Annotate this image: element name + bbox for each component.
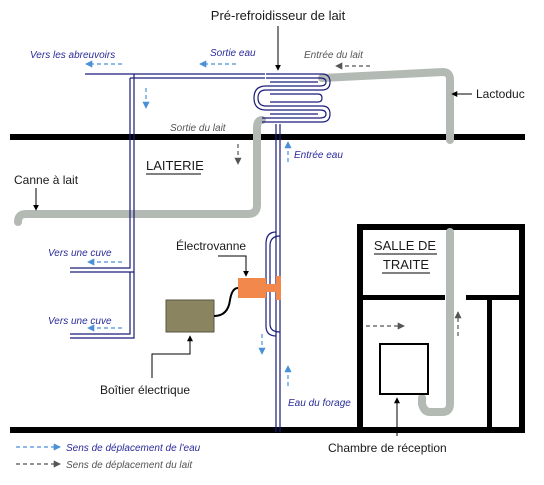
legend-water-label: Sens de déplacement de l'eau [66, 443, 201, 454]
receiving-chamber-label: Chambre de réception [328, 441, 447, 455]
wall-bottom [10, 427, 525, 433]
water-in-label: Entrée eau [294, 150, 343, 161]
lactoduc-pipe [318, 68, 454, 144]
pre-cooler-coil-outer [257, 73, 331, 123]
electric-cable [213, 287, 239, 317]
milk-line-label: Lactoduc [476, 87, 525, 101]
solenoid-valve-body [238, 278, 266, 298]
callout-electric-box [151, 335, 193, 378]
walls [10, 134, 525, 433]
milking-room-inner-wall-h2 [466, 295, 520, 300]
solenoid-valve-label: Électrovanne [176, 238, 246, 253]
solenoid-valve [238, 276, 281, 300]
water-to-troughs-label: Vers les abreuvoirs [30, 50, 115, 61]
milking-room-inner-wall-v [487, 295, 492, 430]
solenoid-valve-flange [276, 276, 281, 300]
water-pipe-left-lower-b [70, 272, 135, 339]
milk-in-label: Entrée du lait [304, 50, 364, 61]
milk-out-pipe [14, 116, 266, 226]
pre-cooler-label: Pré-refroidisseur de lait [211, 8, 346, 23]
milk-cane-label: Canne à lait [14, 173, 79, 187]
milk-out-label: Sortie du lait [170, 123, 227, 134]
dairy-label: LAITERIE [146, 158, 204, 173]
milk-flow-arrows [16, 62, 462, 468]
electric-box-label: Boîtier électrique [100, 383, 190, 397]
lactoduc-descending-pipe [418, 228, 454, 416]
receiving-chamber [379, 343, 429, 395]
water-pipe-left-lower-a [70, 272, 131, 335]
milk-pipes [14, 68, 454, 416]
milking-room-left-wall [357, 224, 363, 430]
solenoid-valve-stem [266, 284, 276, 292]
milking-room-inner-wall-h [357, 295, 445, 300]
pre-cooler [253, 73, 331, 123]
to-tank-1-label: Vers une cuve [48, 248, 112, 259]
milking-room-label-2: TRAITE [383, 257, 430, 272]
wall-top [10, 134, 525, 140]
callout-solenoid-valve [218, 255, 249, 277]
to-tank-2-label: Vers une cuve [48, 316, 112, 327]
legend-milk-label: Sens de déplacement du lait [66, 460, 193, 471]
water-flow-arrows [16, 60, 292, 451]
pre-cooler-coil-inner [253, 77, 327, 119]
milking-room-label-1: SALLE DE [374, 238, 436, 253]
pre-cooler-coil-mid [270, 81, 323, 115]
water-pipe-left-vertical-a [70, 78, 131, 269]
water-pipe-left-vertical-b [70, 74, 135, 273]
water-out-label: Sortie eau [210, 48, 256, 59]
callout-lines [33, 26, 472, 436]
milking-room-right-wall [519, 224, 525, 430]
electric-box [165, 299, 215, 333]
borehole-water-label: Eau du forage [288, 398, 351, 409]
milking-room-top-wall [357, 224, 525, 230]
